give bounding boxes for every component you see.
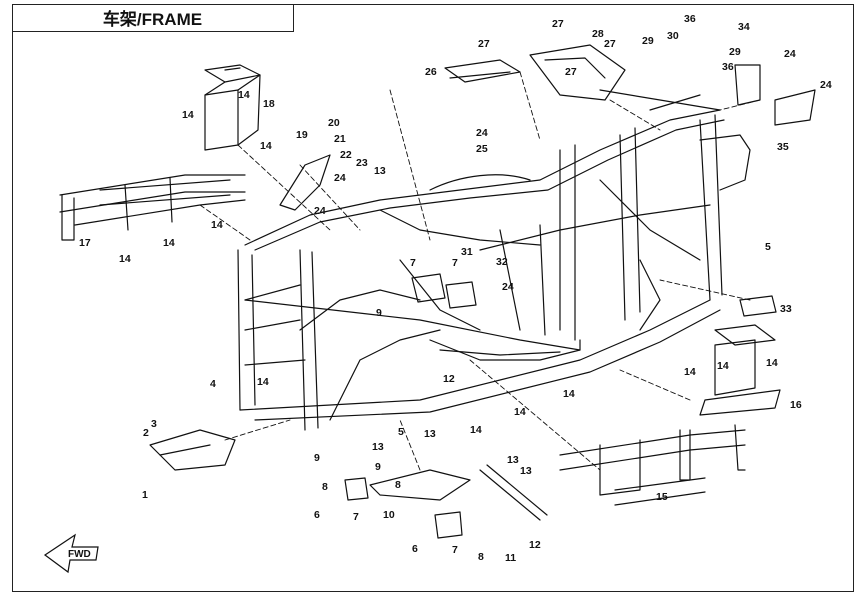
callout-label: 8 [478,551,484,563]
rear-arm-10 [369,469,471,501]
callout-label: 32 [496,256,508,268]
callout-label: 14 [163,237,175,249]
callout-label: 14 [717,360,729,372]
callout-label: 12 [443,373,455,385]
callout-label: 14 [470,424,482,436]
callout-label: 9 [375,461,381,473]
callout-label: 4 [210,378,216,390]
rack-bracket-16 [699,324,781,416]
callout-label: 10 [383,509,395,521]
callout-label: 7 [353,511,359,523]
front-arm-mount [149,429,236,471]
callout-label: 36 [684,13,696,25]
callout-label: 20 [328,117,340,129]
callout-label: 24 [502,281,514,293]
rack-bracket-18 [204,64,261,151]
fwd-label: FWD [68,549,91,560]
callout-label: 31 [461,246,473,258]
callout-label: 14 [211,219,223,231]
top-plate-26 [444,59,521,83]
rack-15 [559,424,746,506]
pivot-shaft-11 [479,464,548,521]
pad-33 [739,295,777,317]
callout-label: 14 [684,366,696,378]
callout-label: 24 [314,205,326,217]
callout-labels: 1 2 3 4 5 5 6 6 7 7 7 7 8 8 8 9 9 9 10 1… [79,13,832,564]
callout-label: 14 [257,376,269,388]
callout-label: 25 [476,143,488,155]
callout-label: 7 [452,257,458,269]
callout-label: 13 [507,454,519,466]
engine-mount-7 [411,273,477,309]
callout-label: 9 [314,452,320,464]
callout-label: 7 [452,544,458,556]
callout-label: 35 [777,141,789,153]
callout-label: 14 [563,388,575,400]
callout-label: 12 [529,539,541,551]
callout-label: 13 [372,441,384,453]
callout-label: 26 [425,66,437,78]
bracket-34 [734,64,761,106]
callout-label: 2 [143,427,149,439]
bracket-35 [774,89,816,126]
callout-label: 13 [520,465,532,477]
callout-label: 19 [296,129,308,141]
top-bracket-28 [529,44,626,101]
callout-label: 5 [398,426,404,438]
callout-label: 16 [790,399,802,411]
callout-label: 14 [514,406,526,418]
bracket-19 [279,154,331,211]
callout-label: 9 [376,307,382,319]
callout-label: 29 [729,46,741,58]
callout-label: 13 [374,165,386,177]
bushing-7b [434,511,463,539]
callout-label: 5 [765,241,771,253]
callout-label: 34 [738,21,750,33]
callout-label: 14 [260,140,272,152]
drawing-frame [12,4,854,592]
callout-label: 21 [334,133,346,145]
callout-label: 36 [722,61,734,73]
callout-label: 14 [182,109,194,121]
callout-label: 27 [604,38,616,50]
callout-label: 30 [667,30,679,42]
callout-label: 24 [334,172,346,184]
callout-label: 6 [314,509,320,521]
leader-lines [199,71,761,471]
callout-label: 8 [395,479,401,491]
title-block: 车架/FRAME [12,4,294,32]
callout-label: 24 [476,127,488,139]
callout-label: 27 [478,38,490,50]
callout-label: 8 [322,481,328,493]
callout-label: 22 [340,149,352,161]
callout-label: 14 [238,89,250,101]
fwd-arrow-icon: FWD [43,533,99,574]
callout-label: 15 [656,491,668,503]
callout-label: 6 [412,543,418,555]
callout-label: 14 [766,357,778,369]
callout-label: 28 [592,28,604,40]
callout-label: 3 [151,418,157,430]
callout-label: 18 [263,98,275,110]
main-frame [237,89,751,431]
callout-label: 14 [119,253,131,265]
callout-label: 27 [552,18,564,30]
callout-label: 1 [142,489,148,501]
bushing-7a [344,477,369,501]
callout-label: 27 [565,66,577,78]
callout-label: 33 [780,303,792,315]
callout-label: 29 [642,35,654,47]
callout-label: 24 [820,79,832,91]
callout-label: 17 [79,237,91,249]
callout-label: 23 [356,157,368,169]
callout-label: 24 [784,48,796,60]
callout-label: 13 [424,428,436,440]
page-title: 车架/FRAME [102,10,203,29]
callout-label: 7 [410,257,416,269]
callout-label: 11 [505,552,516,564]
